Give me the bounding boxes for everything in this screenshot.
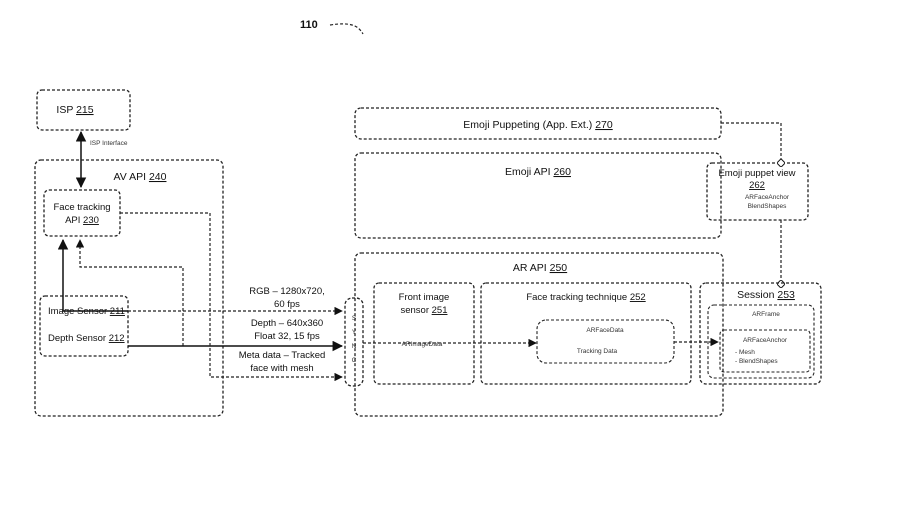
- av-api-ref: 240: [149, 171, 167, 183]
- sync-box: [344, 297, 364, 387]
- ar-face-anchor-item-mesh: - Mesh: [735, 349, 755, 356]
- isp-box: [36, 89, 131, 131]
- face-tracking-api-ref: 230: [83, 215, 99, 226]
- emoji-puppeting-ref: 270: [595, 119, 613, 131]
- face-tracking-api-box: [43, 189, 121, 237]
- depth-stream-label-2: Float 32, 15 fps: [254, 331, 320, 342]
- emoji-api-box: [354, 152, 722, 239]
- session-name: Session: [737, 289, 775, 301]
- session-ref: 253: [777, 289, 795, 301]
- ar-api-name: AR API: [513, 262, 547, 274]
- rgb-stream-label-1: RGB – 1280x720,: [249, 286, 325, 297]
- face-tracking-technique-name: Face tracking technique: [526, 292, 627, 303]
- emoji-puppeting-label: Emoji Puppeting (App. Ext.) 270: [463, 119, 613, 131]
- av-api-label: AV API 240: [114, 171, 167, 183]
- sync-letter-c: C: [352, 357, 357, 364]
- sensors-box: [39, 295, 129, 357]
- ar-frame-label: ARFrame: [752, 311, 780, 318]
- sync-letter-n: N: [352, 343, 357, 350]
- meta-stream-label-2: face with mesh: [250, 363, 313, 374]
- depth-to-face-tracking-arrow: [75, 239, 184, 346]
- front-image-sensor-sub: ARImageData: [402, 341, 443, 348]
- face-tracking-api-line1: Face tracking: [53, 202, 110, 213]
- isp-name: ISP: [56, 104, 73, 116]
- rgb-to-face-tracking-arrow: [57, 238, 128, 312]
- isp-label: ISP 215: [56, 104, 93, 116]
- meta-stream-arrow: [120, 212, 343, 382]
- ar-api-ref: 250: [550, 262, 568, 274]
- front-image-sensor-box: [373, 282, 475, 385]
- face-tracking-technique-label: Face tracking technique 252: [526, 292, 645, 303]
- face-tracking-technique-ref: 252: [630, 292, 646, 303]
- depth-stream-label-1: Depth – 640x360: [251, 318, 323, 329]
- front-image-sensor-word: sensor: [400, 305, 429, 316]
- emoji-puppet-view-ref: 262: [749, 180, 765, 191]
- puppeting-to-puppet-view-connector: [721, 122, 781, 163]
- av-api-name: AV API: [114, 171, 147, 183]
- ar-face-data-sub: Tracking Data: [577, 348, 618, 355]
- session-box: [699, 282, 822, 385]
- ar-face-anchor-box: [719, 329, 811, 373]
- face-tracking-api-line2: API 230: [65, 215, 99, 226]
- isp-ref: 215: [76, 104, 94, 116]
- figure-leader-line: [329, 23, 364, 35]
- emoji-puppet-view-sub1: ARFaceAnchor: [745, 194, 790, 201]
- emoji-api-label: Emoji API 260: [505, 166, 571, 178]
- front-image-sensor-ref: 251: [432, 305, 448, 316]
- ar-frame-box: [707, 304, 815, 379]
- face-tracking-api-word: API: [65, 215, 80, 226]
- sync-letter-y: Y: [352, 329, 357, 336]
- ar-face-anchor-label: ARFaceAnchor: [743, 337, 788, 344]
- meta-stream-label-1: Meta data – Tracked: [239, 350, 326, 361]
- depth-sensor-name: Depth Sensor: [48, 333, 106, 344]
- rgb-stream-label-2: 60 fps: [274, 299, 300, 310]
- ar-api-box: [354, 252, 724, 417]
- emoji-puppet-view-label: Emoji puppet view: [718, 168, 795, 179]
- isp-interface-label: ISP Interface: [90, 140, 128, 147]
- emoji-puppeting-name: Emoji Puppeting (App. Ext.): [463, 119, 592, 131]
- depth-sensor-ref: 212: [109, 333, 125, 344]
- face-tracking-technique-box: [480, 282, 692, 385]
- ar-face-anchor-item-blendshapes: - BlendShapes: [735, 358, 778, 365]
- front-image-sensor-line1: Front image: [399, 292, 450, 303]
- emoji-api-name: Emoji API: [505, 166, 551, 178]
- depth-sensor-label: Depth Sensor 212: [48, 333, 125, 344]
- session-label: Session 253: [737, 289, 795, 301]
- ar-face-data-title: ARFaceData: [586, 327, 624, 334]
- emoji-puppet-view-box: [706, 162, 809, 221]
- ar-api-label: AR API 250: [513, 262, 567, 274]
- figure-number: 110: [300, 19, 318, 31]
- emoji-puppet-view-sub2: BlendShapes: [748, 203, 787, 210]
- sync-letter-s: S: [352, 315, 357, 322]
- av-api-box: [34, 159, 224, 417]
- front-image-sensor-line2: sensor 251: [400, 305, 447, 316]
- emoji-api-ref: 260: [553, 166, 571, 178]
